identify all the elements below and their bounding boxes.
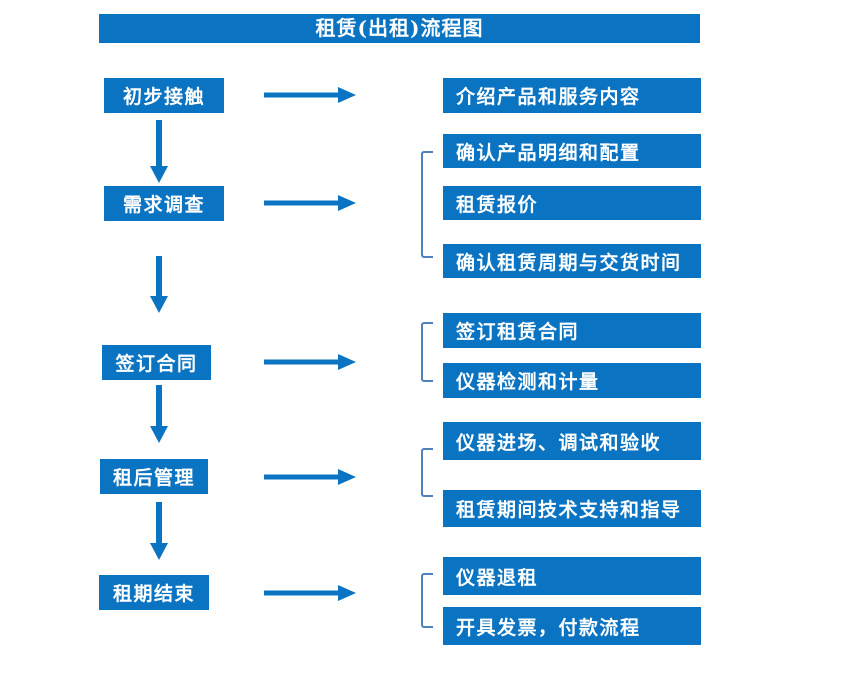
detail-box-introduce-products: 介绍产品和服务内容 (443, 78, 701, 113)
group-bracket (421, 573, 433, 628)
detail-box-tech-support: 租赁期间技术支持和指导 (443, 490, 701, 527)
group-bracket (421, 322, 433, 382)
arrow-down-icon (150, 256, 168, 313)
step-box-post-rental: 租后管理 (100, 459, 208, 494)
arrow-down-icon (150, 120, 168, 183)
detail-box-sign-rental-contract: 签订租赁合同 (443, 313, 701, 348)
flowchart-title: 租赁(出租)流程图 (99, 14, 700, 43)
step-box-rental-end: 租期结束 (99, 575, 209, 610)
arrow-right-icon (264, 195, 356, 211)
arrow-right-icon (264, 469, 356, 485)
detail-box-rental-quote: 租赁报价 (443, 186, 701, 220)
detail-box-instrument-testing: 仪器检测和计量 (443, 363, 701, 398)
arrow-down-icon (150, 385, 168, 443)
detail-box-confirm-product-spec: 确认产品明细和配置 (443, 134, 701, 168)
detail-box-confirm-period: 确认租赁周期与交货时间 (443, 244, 701, 278)
group-bracket (421, 448, 433, 497)
arrow-right-icon (264, 354, 356, 370)
arrow-right-icon (264, 87, 356, 103)
arrow-right-icon (264, 585, 356, 601)
step-box-sign-contract: 签订合同 (102, 345, 211, 380)
detail-box-instrument-return: 仪器退租 (443, 557, 701, 595)
group-bracket (421, 151, 433, 258)
detail-box-instrument-setup: 仪器进场、调试和验收 (443, 422, 701, 460)
detail-box-invoice-payment: 开具发票，付款流程 (443, 607, 701, 645)
arrow-down-icon (150, 502, 168, 560)
step-box-initial-contact: 初步接触 (104, 78, 224, 113)
step-box-demand-survey: 需求调查 (104, 186, 224, 221)
